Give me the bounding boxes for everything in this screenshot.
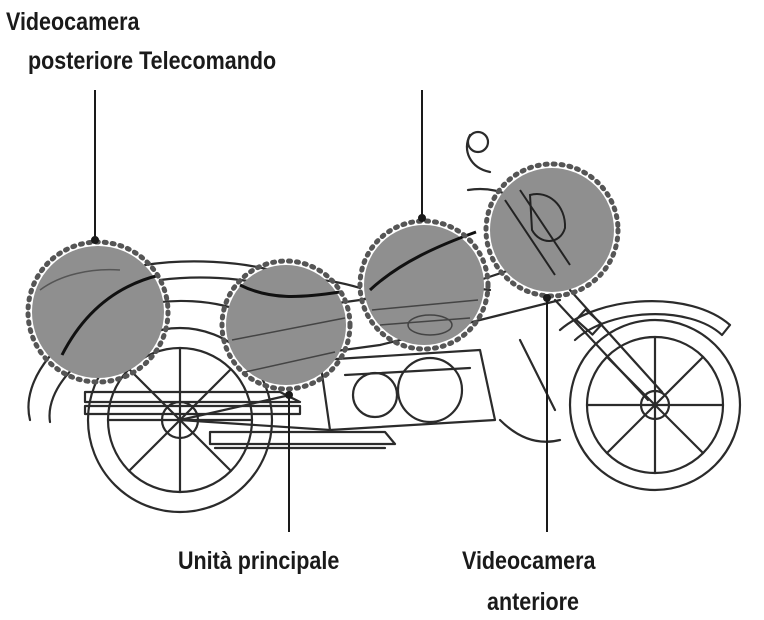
- swingarm: [178, 393, 332, 432]
- front-fender: [558, 300, 732, 342]
- zoom-front-camera: [483, 161, 621, 299]
- zoom-main-unit: [219, 258, 353, 392]
- label-front-camera-line2: anteriore: [487, 588, 580, 616]
- engine: [318, 348, 497, 432]
- zoom-rear-camera: [25, 239, 171, 385]
- label-rear-camera-remote: posteriore Telecomando: [28, 47, 277, 75]
- label-front-camera-line1: Videocamera: [462, 547, 596, 575]
- front-fork: [553, 288, 664, 402]
- exhaust: [83, 390, 397, 450]
- label-main-unit: Unità principale: [178, 547, 340, 575]
- zoom-remote: [357, 218, 491, 352]
- label-rear-camera-line1: Videocamera: [6, 8, 140, 36]
- front-wheel: [568, 318, 742, 492]
